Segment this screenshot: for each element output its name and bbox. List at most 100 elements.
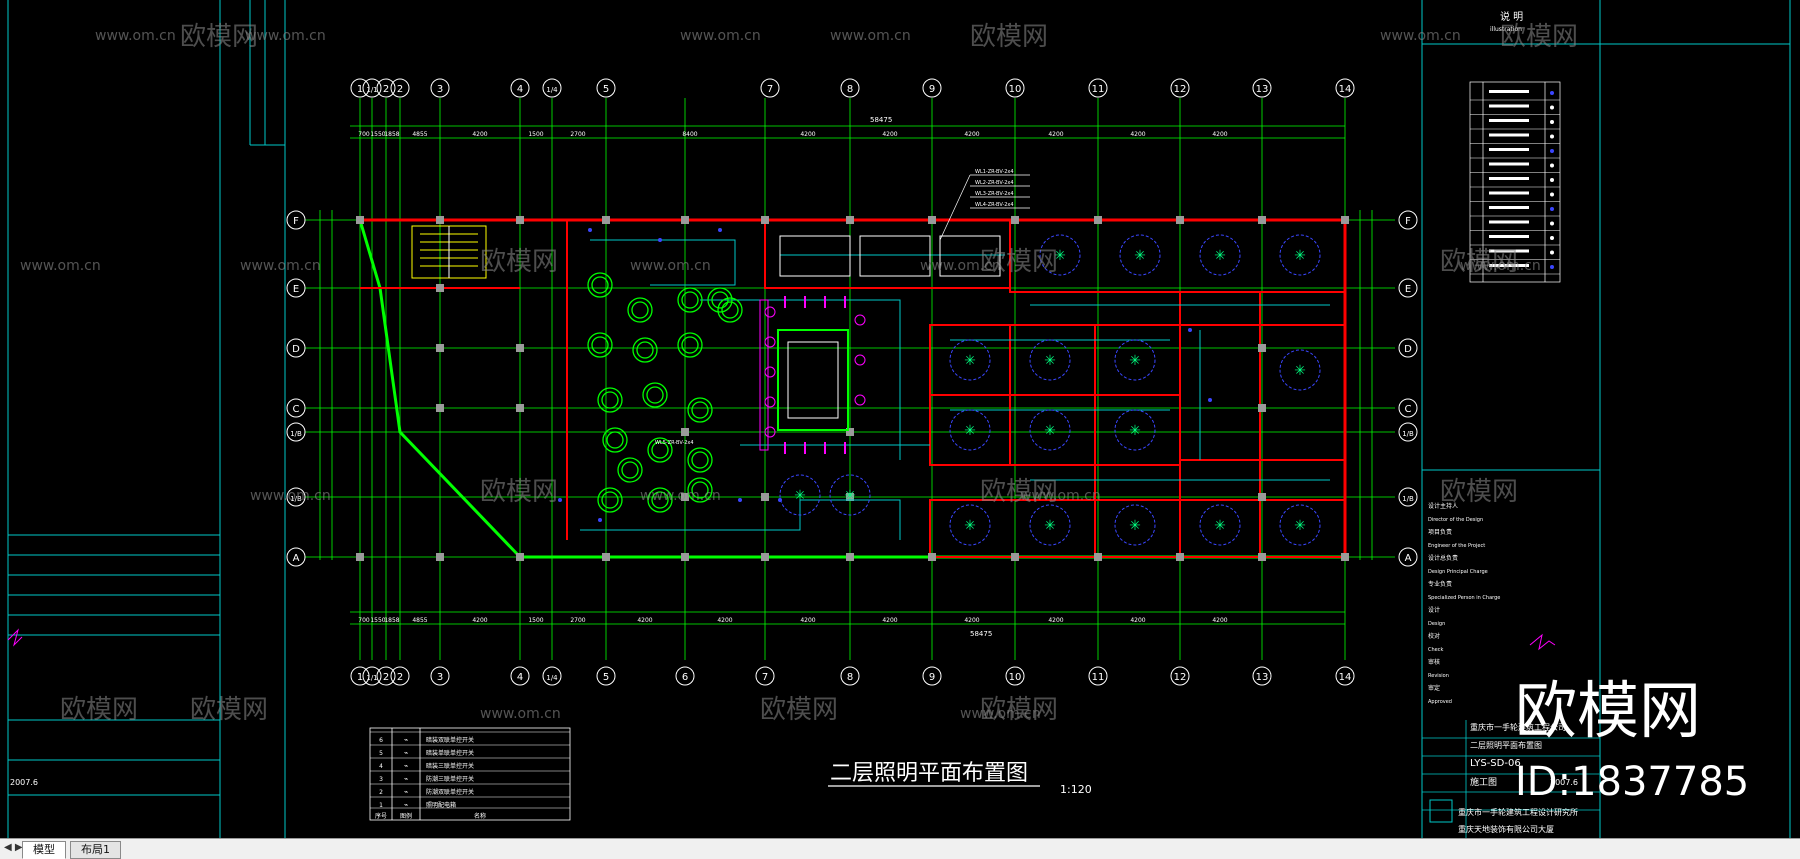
downlight (764, 426, 776, 438)
star-lamp-icon: ✳ (1199, 234, 1241, 276)
svg-text:7: 7 (767, 84, 773, 95)
notes-row-text (1489, 90, 1529, 93)
title-block-row: 设计总负责 (1428, 554, 1458, 562)
downlight (764, 336, 776, 348)
circuit-label: WL2-ZR-BV-2x4 (975, 180, 1014, 186)
notes-symbol-icon (1550, 120, 1554, 124)
watermark-brand: 欧模网 (970, 22, 1048, 52)
star-lamp-icon: ✳ (1114, 339, 1156, 381)
spotlight (558, 498, 562, 502)
axis-bubble-bottom: 4 (510, 666, 530, 686)
notes-legend-rows (1470, 90, 1560, 275)
column (602, 216, 610, 224)
svg-text:1/B: 1/B (290, 430, 302, 438)
left-panel-date: 2007.6 (10, 778, 38, 787)
dimension-text-top: 4200 (964, 131, 979, 138)
downlight (854, 394, 866, 406)
legend-row-no: 2 (379, 789, 383, 796)
spotlight (1188, 328, 1192, 332)
notes-symbol-icon (1550, 134, 1554, 139)
svg-text:✳: ✳ (964, 353, 976, 369)
title-block-row: Check (1428, 647, 1443, 653)
star-lamp-icon: ✳ (1029, 339, 1071, 381)
column (602, 553, 610, 561)
column (928, 216, 936, 224)
circle-light (602, 427, 628, 453)
svg-text:✳: ✳ (1294, 518, 1306, 534)
circle-light (687, 447, 713, 473)
tab-layout1[interactable]: 布局1 (70, 841, 121, 859)
column (1011, 216, 1019, 224)
dimension-text-bottom: 2700 (570, 617, 585, 624)
watermark-brand: 欧模网 (480, 477, 558, 507)
svg-text:F: F (293, 216, 299, 227)
star-lamp-icon: ✳ (949, 409, 991, 451)
dimension-text-bottom: 4200 (800, 617, 815, 624)
circle-light-inner (601, 391, 619, 409)
axis-bubble-bottom: 1/1 (362, 666, 382, 686)
column (761, 216, 769, 224)
svg-text:4: 4 (517, 672, 523, 683)
svg-text:✳: ✳ (1044, 423, 1056, 439)
circuit-label: WL5-ZR-BV-2x4 (655, 440, 694, 446)
column (516, 553, 524, 561)
svg-text:✳: ✳ (794, 488, 806, 504)
axis-bubble-top: 4 (510, 78, 530, 98)
svg-text:1/1: 1/1 (366, 86, 377, 94)
dimension-text-top: 4200 (472, 131, 487, 138)
svg-text:7: 7 (762, 672, 768, 683)
title-stage: 施工图 (1470, 776, 1497, 788)
downlight (854, 314, 866, 326)
svg-text:8: 8 (847, 84, 853, 95)
watermark-url: www.om.cn (1020, 488, 1101, 504)
axis-bubble-bottom: 9 (922, 666, 942, 686)
legend-row-name: 防潮三联单控开关 (426, 775, 474, 783)
star-lamp-icon: ✳ (1114, 504, 1156, 546)
watermark-url: www.om.cn (480, 706, 561, 722)
watermark-brand: 欧模网 (1500, 22, 1578, 52)
watermark-brand: 欧模网 (980, 247, 1058, 277)
dimension-text-bottom: 4200 (637, 617, 652, 624)
title-block-row: 设计 (1428, 606, 1440, 614)
column (516, 404, 524, 412)
dimension-text-top: 1858 (384, 131, 399, 138)
column (1341, 216, 1349, 224)
dimension-text-top: 2700 (570, 131, 585, 138)
axis-bubble-left: E (286, 278, 306, 298)
star-lamp-icon: ✳ (1114, 409, 1156, 451)
column (681, 553, 689, 561)
downlight (764, 396, 776, 408)
star-lamp-icon: ✳ (779, 474, 821, 516)
panel-lights (779, 235, 1001, 277)
svg-text:✳: ✳ (1129, 353, 1141, 369)
axis-bubble-left: A (286, 547, 306, 567)
axis-bubble-bottom: 11 (1088, 666, 1108, 686)
watermarks: 欧模网欧模网欧模网欧模网欧模网欧模网欧模网欧模网欧模网欧模网欧模网欧模网欧模网w… (20, 22, 1578, 725)
column (1094, 553, 1102, 561)
star-lamp-icon: ✳ (1039, 234, 1081, 276)
circle-light (617, 457, 643, 483)
title-block-row: 专业负责 (1428, 580, 1452, 588)
central-feature (759, 299, 849, 451)
watermark-brand: 欧模网 (1440, 247, 1518, 277)
svg-text:2: 2 (397, 84, 403, 95)
circuit-labels: WL1-ZR-BV-2x4WL2-ZR-BV-2x4WL3-ZR-BV-2x4W… (655, 169, 1014, 446)
switch-symbol-icon: ⌁ (404, 749, 408, 757)
tab-model[interactable]: 模型 (22, 841, 66, 859)
svg-text:5: 5 (603, 672, 609, 683)
dimension-text-top: 4200 (1130, 131, 1145, 138)
svg-text:✳: ✳ (964, 423, 976, 439)
circle-light (627, 297, 653, 323)
dimension-text-bottom: 4200 (717, 617, 732, 624)
svg-text:A: A (1405, 553, 1412, 564)
spotlight (738, 498, 742, 502)
tab-nav-arrows-icon[interactable]: ◀ ▶ (4, 842, 23, 853)
notes-symbol-icon (1550, 265, 1554, 269)
circuit-label: WL4-ZR-BV-2x4 (975, 202, 1014, 208)
svg-text:✳: ✳ (1054, 248, 1066, 264)
title-block-row: 审核 (1428, 658, 1440, 666)
column (1094, 216, 1102, 224)
watermark-brand: 欧模网 (60, 695, 138, 725)
